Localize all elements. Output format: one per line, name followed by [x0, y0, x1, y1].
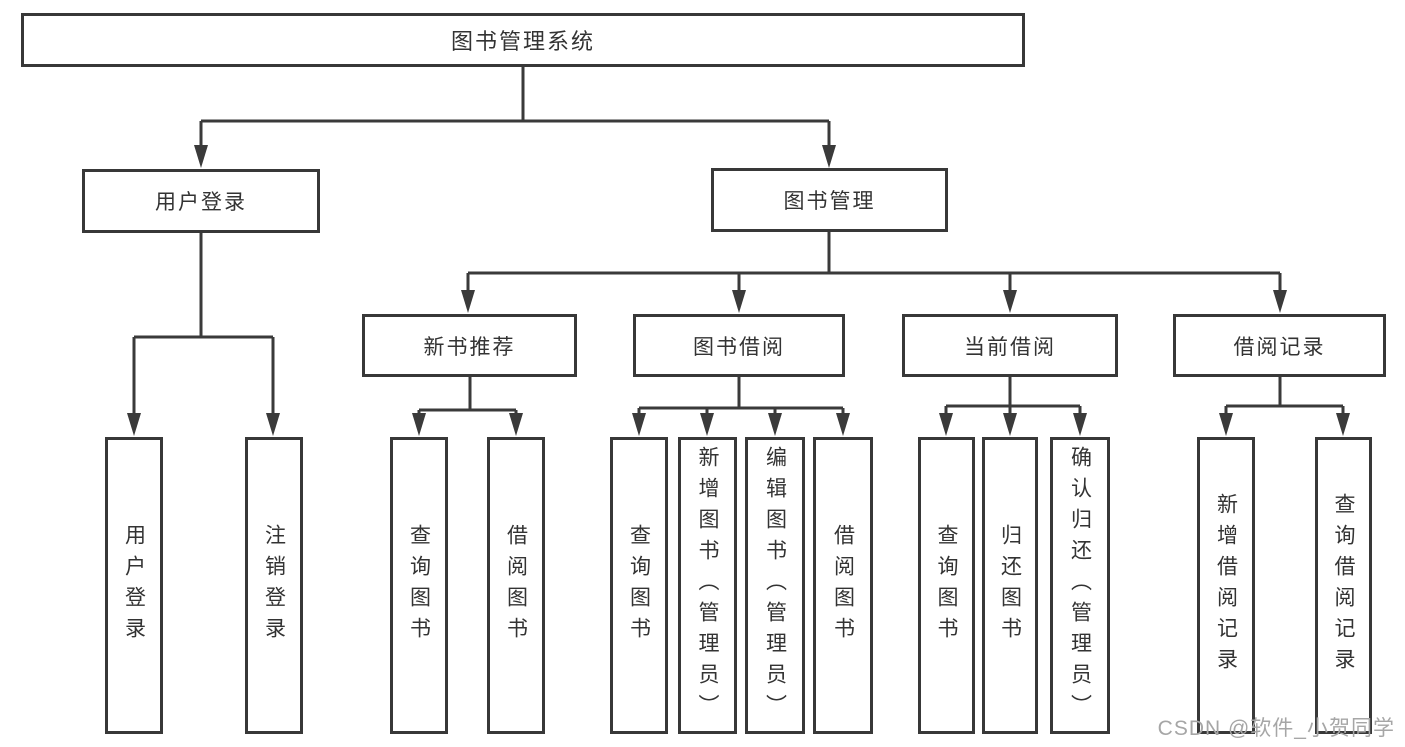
leaf-borrow-books-recommend: 借阅图书 — [487, 437, 545, 734]
arrowhead — [939, 413, 953, 436]
node-label: 图书管理系统 — [450, 29, 595, 54]
leaf-add-borrow-record: 新增借阅记录 — [1197, 437, 1255, 734]
node-label: 借阅图书 — [504, 523, 528, 648]
node-label: 新增借阅记录 — [1214, 492, 1238, 679]
node-label: 图书借阅 — [693, 335, 785, 359]
arrowhead — [1273, 290, 1287, 313]
node-label: 查询图书 — [627, 523, 651, 648]
arrowhead — [127, 413, 141, 436]
node-label: 当前借阅 — [964, 335, 1056, 359]
arrowhead — [1073, 413, 1087, 436]
arrowhead — [509, 413, 523, 436]
arrowhead — [194, 145, 208, 168]
arrowhead — [1003, 413, 1017, 436]
leaf-query-books-borrowing: 查询图书 — [610, 437, 668, 734]
arrowhead — [412, 413, 426, 436]
node-label: 确认归还（管理员） — [1068, 446, 1092, 725]
arrowhead — [768, 413, 782, 436]
leaf-add-books-admin: 新增图书（管理员） — [678, 437, 737, 734]
node-label: 编辑图书（管理员） — [763, 446, 787, 725]
node-borrowing-records: 借阅记录 — [1173, 314, 1386, 377]
node-label: 新书推荐 — [423, 335, 516, 359]
leaf-return-books: 归还图书 — [982, 437, 1038, 734]
node-label: 用户登录 — [122, 523, 146, 648]
node-label: 查询借阅记录 — [1332, 492, 1355, 679]
arrowhead — [836, 413, 850, 436]
arrowhead — [1003, 290, 1017, 313]
node-label: 查询图书 — [407, 523, 431, 648]
node-book-management: 图书管理 — [711, 168, 948, 232]
arrowhead — [1336, 413, 1350, 436]
csdn-watermark: CSDN @软件_小贺同学 — [1157, 717, 1395, 740]
node-book-borrowing: 图书借阅 — [633, 314, 845, 377]
leaf-borrow-books-borrowing: 借阅图书 — [813, 437, 873, 734]
leaf-query-books-recommend: 查询图书 — [390, 437, 448, 734]
node-label: 注销登录 — [262, 523, 286, 648]
arrowhead — [822, 145, 836, 168]
node-library-management-system: 图书管理系统 — [21, 13, 1025, 67]
node-label: 借阅图书 — [831, 523, 855, 648]
node-current-borrowing: 当前借阅 — [902, 314, 1118, 377]
leaf-confirm-return-admin: 确认归还（管理员） — [1050, 437, 1110, 734]
arrowhead — [632, 413, 646, 436]
node-label: 借阅记录 — [1233, 335, 1326, 359]
leaf-query-borrow-record: 查询借阅记录 — [1315, 437, 1372, 734]
arrowhead — [700, 413, 714, 436]
node-user-login: 用户登录 — [82, 169, 320, 233]
node-label: 新增图书（管理员） — [696, 446, 719, 725]
leaf-logout: 注销登录 — [245, 437, 303, 734]
leaf-user-login: 用户登录 — [105, 437, 163, 734]
arrowhead — [461, 290, 475, 313]
node-label: 查询图书 — [935, 523, 958, 648]
node-label: 用户登录 — [155, 191, 247, 214]
leaf-query-books-current: 查询图书 — [918, 437, 975, 734]
arrowhead — [1219, 413, 1233, 436]
node-label: 图书管理 — [783, 190, 876, 213]
arrowhead — [732, 290, 746, 313]
node-label: 归还图书 — [998, 523, 1022, 648]
arrowhead — [266, 413, 280, 436]
leaf-edit-books-admin: 编辑图书（管理员） — [745, 437, 805, 734]
node-new-book-recommendation: 新书推荐 — [362, 314, 577, 377]
